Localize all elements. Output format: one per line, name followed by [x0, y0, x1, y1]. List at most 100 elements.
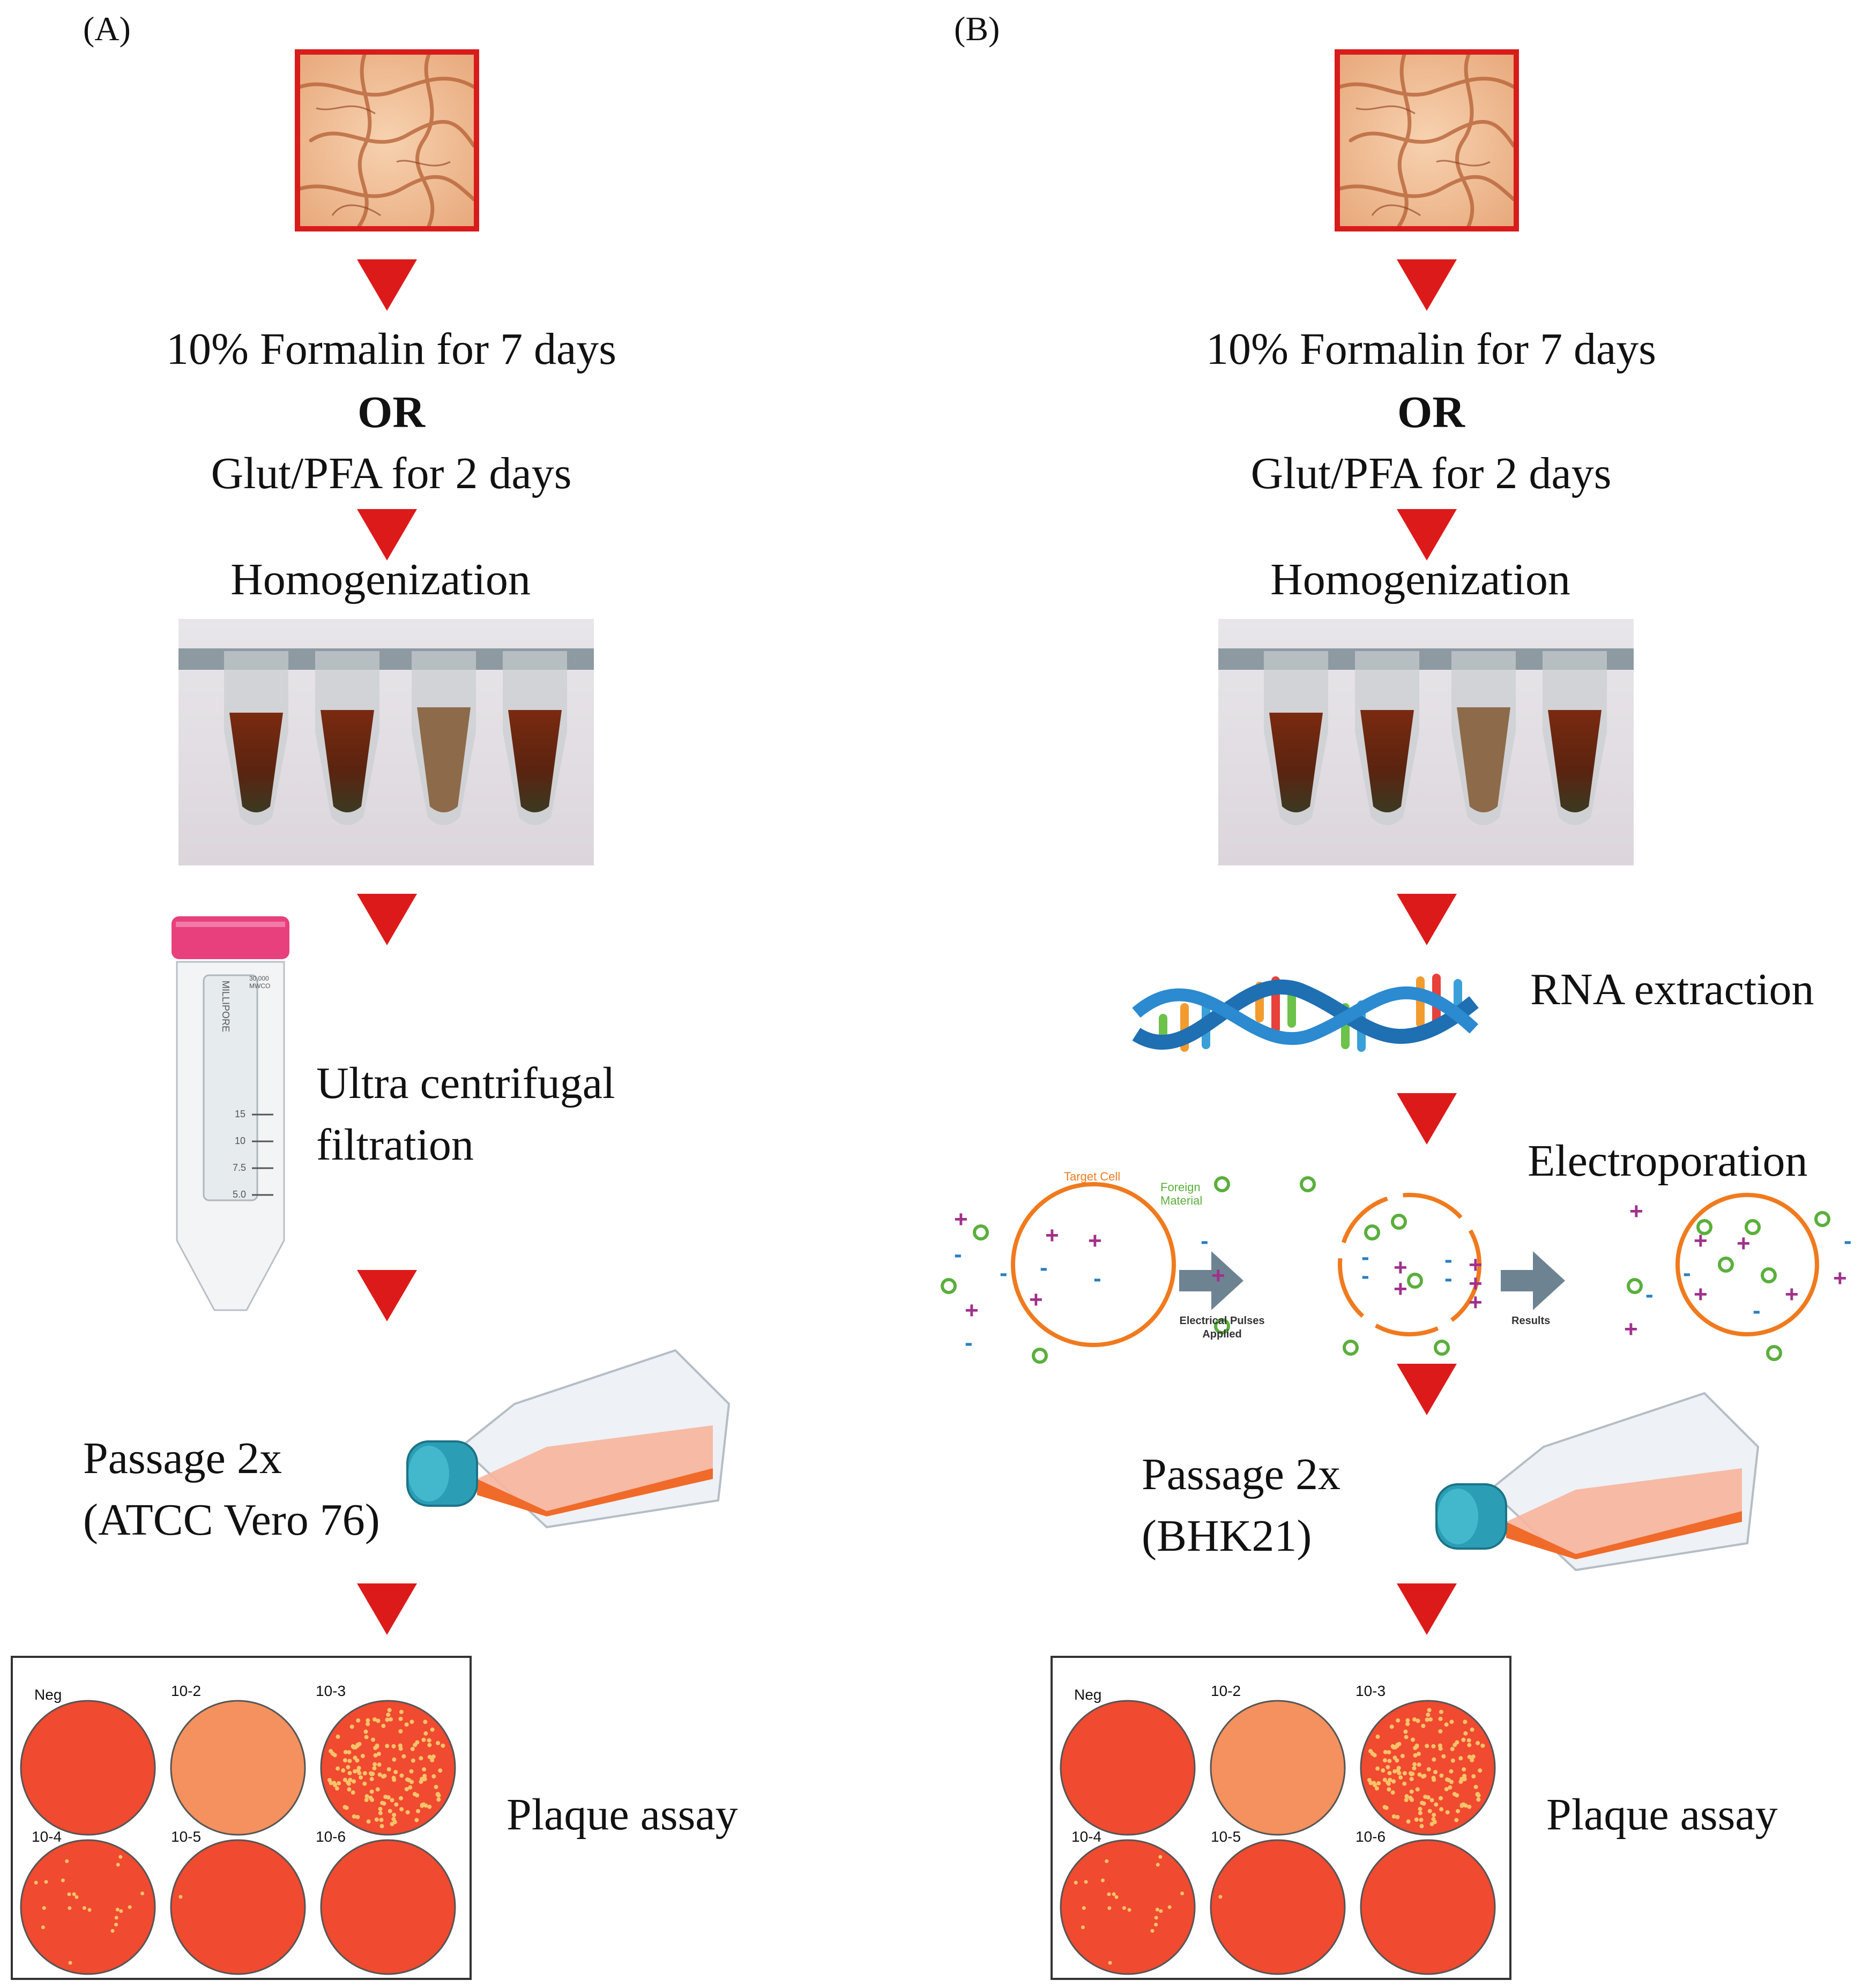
plaque-spot	[1416, 1718, 1420, 1723]
plaque-spot	[1413, 1753, 1418, 1758]
plaque-spot	[1405, 1718, 1410, 1723]
plaque-spot	[352, 1814, 356, 1819]
plaque-spot	[364, 1798, 369, 1803]
plaque-spot	[349, 1724, 354, 1729]
svg-text:+: +	[965, 1297, 979, 1324]
plaque-spot	[351, 1790, 355, 1795]
plaque-spot	[1476, 1740, 1480, 1745]
plaque-spot	[371, 1737, 376, 1742]
arrow-down	[357, 1583, 417, 1635]
well-label: 10-4	[1071, 1828, 1102, 1845]
plaque-spot	[329, 1748, 333, 1753]
svg-text:-: -	[1093, 1265, 1101, 1291]
plaque-spot	[1180, 1891, 1185, 1895]
plaque-spot	[375, 1787, 380, 1792]
fixation-or-text: OR	[357, 387, 425, 437]
plaque-spot	[65, 1859, 69, 1863]
plaque-spot	[436, 1791, 441, 1796]
plaque-spot	[341, 1768, 346, 1773]
well-label: 10-5	[1211, 1828, 1241, 1845]
results-label: Results	[1511, 1315, 1551, 1327]
plaque-spot	[359, 1775, 363, 1780]
plaque-spot	[336, 1735, 340, 1739]
plaque-spot	[357, 1742, 362, 1746]
plaque-spot	[1429, 1798, 1434, 1803]
svg-text:+: +	[954, 1206, 968, 1232]
ultra-filtration-text-line2: filtration	[316, 1120, 474, 1170]
electroporation-text: Electroporation	[1528, 1136, 1808, 1186]
plaque-spot	[1445, 1810, 1450, 1815]
plaque-spot	[1150, 1929, 1155, 1933]
plate-well	[20, 1700, 156, 1836]
plaque-spot	[1390, 1744, 1395, 1748]
plaque-spot	[1419, 1823, 1424, 1828]
svg-text:+: +	[1785, 1281, 1799, 1307]
plaque-spot	[68, 1961, 72, 1965]
svg-text:-: -	[1361, 1244, 1369, 1270]
plaque-spot	[434, 1784, 438, 1789]
plaque-spot	[427, 1804, 432, 1809]
plaque-spot	[1427, 1808, 1432, 1813]
plaque-spot	[1427, 1708, 1432, 1713]
plaque-spot	[373, 1762, 377, 1767]
plaque-spot	[336, 1766, 340, 1771]
arrow-down	[357, 894, 417, 945]
plaque-spot	[410, 1747, 415, 1752]
plate-well	[1210, 1839, 1346, 1975]
plaque-spot	[1409, 1772, 1414, 1776]
plaque-spot	[1459, 1803, 1464, 1807]
plaque-spot	[1438, 1743, 1442, 1748]
plaque-spot	[423, 1731, 428, 1736]
plate-well	[320, 1839, 456, 1975]
panel-b-label: (B)	[954, 10, 1000, 48]
plaque-spot	[369, 1777, 374, 1782]
brain-tissue-image	[1335, 49, 1519, 231]
arrow-down	[1397, 1583, 1457, 1635]
svg-text:+: +	[1029, 1287, 1043, 1313]
plaque-assay-plate: Neg 10-2 10-3 10-4 10-5 10-6	[11, 1656, 472, 1980]
plaque-spot	[427, 1738, 431, 1743]
plaque-spot	[376, 1718, 381, 1723]
plaque-spot	[409, 1720, 414, 1724]
plaque-spot	[128, 1905, 132, 1909]
well-label: Neg	[1074, 1686, 1102, 1703]
plaque-spot	[1426, 1795, 1431, 1800]
plaque-spot	[1426, 1712, 1431, 1717]
plaque-spot	[1444, 1777, 1449, 1782]
svg-text:-: -	[1361, 1262, 1369, 1289]
filter-tick-label: 5.0	[233, 1189, 247, 1200]
plaque-spot	[1112, 1892, 1116, 1896]
plaque-spot	[1441, 1754, 1446, 1759]
plaque-spot	[1155, 1908, 1159, 1912]
plaque-spot	[1448, 1785, 1453, 1790]
plaque-spot	[1391, 1779, 1396, 1784]
plaque-spot	[344, 1805, 349, 1810]
fixation-formalin-text: 10% Formalin for 7 days	[166, 324, 616, 374]
plaque-spot	[1466, 1738, 1471, 1743]
plaque-spot	[114, 1916, 118, 1920]
plaque-spot	[1414, 1743, 1419, 1748]
plate-well	[1060, 1839, 1196, 1975]
plaque-spot	[1398, 1775, 1403, 1780]
plaque-spot	[1438, 1716, 1443, 1721]
plaque-spot	[61, 1878, 65, 1882]
plaque-spot	[1159, 1909, 1163, 1914]
plaque-spot	[1375, 1766, 1380, 1771]
plaque-spot	[1411, 1737, 1416, 1742]
plaque-spot	[1452, 1792, 1457, 1797]
plaque-spot	[422, 1767, 427, 1772]
electroporation-diagram: +++ +++ +++ +++ +++ +++ --- --- --- --- …	[933, 1141, 1854, 1372]
plaque-spot	[1439, 1709, 1443, 1714]
plaque-spot	[399, 1709, 404, 1714]
plaque-spot	[1395, 1758, 1399, 1763]
plaque-spot	[1386, 1781, 1391, 1786]
plaque-spot	[1438, 1729, 1443, 1733]
arrow-down	[1397, 894, 1457, 945]
plaque-spot	[364, 1794, 369, 1799]
plaque-spot	[1462, 1774, 1467, 1778]
plaque-spot	[116, 1863, 120, 1867]
plaque-spot	[409, 1780, 414, 1784]
plaque-spot	[1426, 1767, 1431, 1772]
plaque-spot	[420, 1776, 424, 1781]
plaque-spot	[379, 1818, 384, 1822]
